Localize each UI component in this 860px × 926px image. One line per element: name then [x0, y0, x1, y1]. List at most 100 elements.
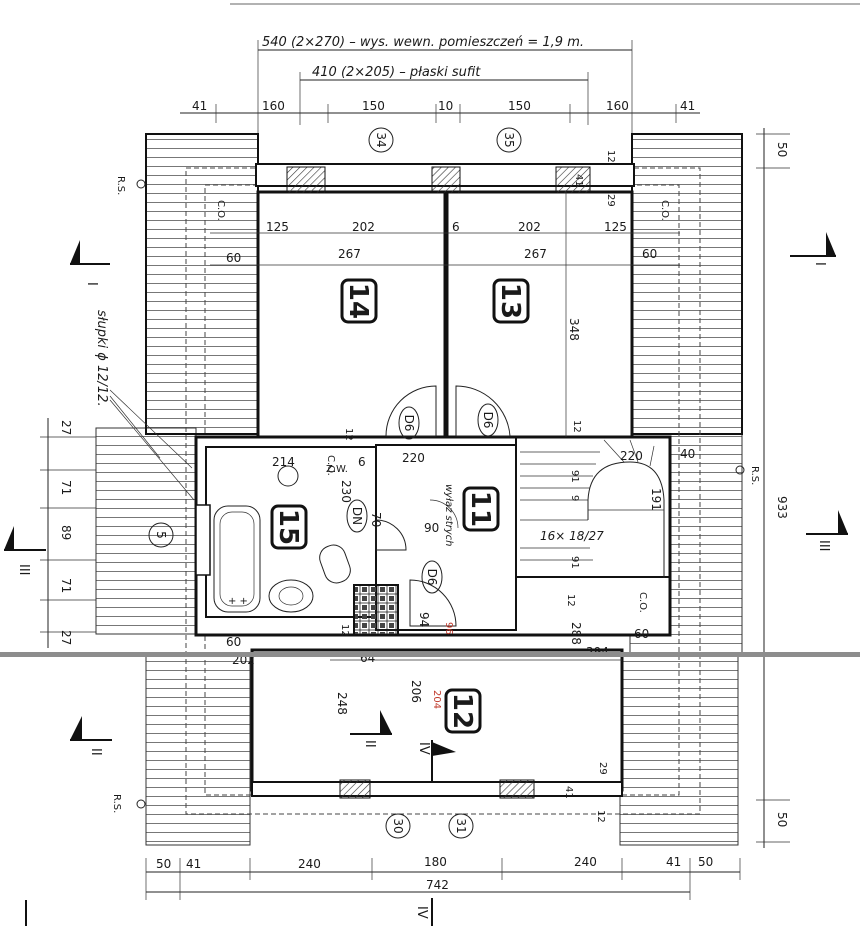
door-tag-d6-right: D6 — [477, 403, 499, 437]
section-marker-iii-right: III — [806, 510, 848, 552]
right-dimensions: 50 933 50 — [756, 128, 790, 848]
dim-6-hall: 6 — [358, 455, 366, 469]
dim-125-right: 125 — [604, 220, 627, 234]
staircase: 16× 18/27 220 191 40 91 9 91 — [520, 439, 695, 578]
door-tag-d6-left: D6 — [398, 406, 420, 440]
co-label-left: C.O. — [215, 200, 226, 221]
dim-left-27-top: 27 — [59, 420, 73, 435]
dim-bottom-50-right: 50 — [698, 855, 713, 869]
dim-12-chimney: 12 — [339, 624, 350, 637]
svg-text:II: II — [88, 748, 103, 756]
svg-text:5: 5 — [154, 531, 168, 539]
dim-hall-220: 220 — [402, 451, 425, 465]
dim-top-10: 10 — [438, 99, 453, 113]
svg-text:12: 12 — [447, 693, 477, 729]
dim-bottom-180: 180 — [424, 855, 447, 869]
stairs-note: 16× 18/27 — [540, 529, 604, 543]
roof-slopes — [95, 133, 743, 846]
bottom-dimensions: 50 41 240 180 240 41 50 742 — [145, 855, 741, 900]
svg-text:11: 11 — [465, 491, 495, 527]
dim-41-top: 41 — [573, 174, 584, 187]
room-12: 12 — [444, 688, 482, 734]
inner-height-note: 540 (2×270) – wys. wewn. pomieszczeń = 1… — [262, 35, 584, 50]
window-tag-34: 34 — [368, 127, 394, 153]
svg-text:34: 34 — [374, 132, 388, 147]
dim-top-41-right: 41 — [680, 99, 695, 113]
hatch-note: wyłaz strych — [443, 484, 454, 547]
svg-text:I: I — [84, 282, 99, 286]
dim-top-41-left: 41 — [192, 99, 207, 113]
rs-label-bottom-left: R.S. — [111, 794, 122, 813]
doors — [375, 385, 511, 627]
dim-125-left: 125 — [266, 220, 289, 234]
window-tag-5: 5 — [148, 522, 174, 548]
dim-bottom-240-right: 240 — [574, 855, 597, 869]
dim-top-150-right: 150 — [508, 99, 531, 113]
svg-text:III: III — [16, 564, 31, 576]
section-marker-i-left: I — [70, 240, 110, 286]
dim-29-top: 29 — [605, 194, 616, 207]
bath-window — [195, 504, 211, 576]
svg-text:31: 31 — [454, 818, 468, 833]
dim-bottom-50-left: 50 — [156, 857, 171, 871]
svg-text:IV: IV — [416, 742, 431, 755]
dim-12-bath: 12 — [343, 428, 354, 441]
window-tag-30: 30 — [385, 813, 411, 839]
svg-text:D6: D6 — [402, 415, 416, 432]
dim-60-left: 60 — [226, 251, 241, 265]
dim-left-71-bottom: 71 — [59, 578, 73, 593]
shower-drain — [277, 465, 299, 487]
co-label-right: C.O. — [659, 200, 670, 221]
dim-stairs-40: 40 — [680, 447, 695, 461]
dim-90: 90 — [424, 521, 439, 535]
dim-60-right: 60 — [642, 247, 657, 261]
window-tag-31: 31 — [448, 813, 474, 839]
dim-bath-230: 230 — [339, 480, 353, 503]
dim-12-stairs: 12 — [571, 420, 582, 433]
stair-treads — [520, 451, 600, 561]
dim-70: 70 — [369, 512, 383, 527]
section-marker-i-right: I — [790, 232, 836, 266]
service-labels: C.O. C.O. C.O. C.O. R.S. R.S. R.S. — [111, 176, 760, 813]
dim-left-89: 89 — [59, 525, 73, 540]
door-tag-d6-lower: D6 — [421, 560, 443, 594]
dim-bath-214: 214 — [272, 455, 295, 469]
dim-bottom-240-left: 240 — [298, 857, 321, 871]
dim-60-lower-left: 60 — [226, 635, 241, 649]
dim-left-27-bottom: 27 — [59, 630, 73, 645]
flat-ceiling-note: 410 (2×205) – płaski sufit — [312, 65, 481, 80]
rs-label-right: R.S. — [749, 466, 760, 485]
room-11: 11 — [462, 486, 500, 532]
washbasin — [268, 579, 314, 613]
svg-text:13: 13 — [495, 283, 525, 319]
dim-bottom-41-left: 41 — [186, 857, 201, 871]
section-marker-iii-left: III — [4, 526, 46, 576]
svg-text:IV: IV — [414, 906, 429, 919]
dim-41-bottom: 41 — [563, 786, 574, 799]
dim-right-50-bottom: 50 — [775, 812, 789, 827]
dim-stairs-91-top: 91 — [569, 470, 580, 483]
red-mark-204: 204 — [431, 690, 442, 709]
section-marker-iv-inner: IV — [416, 740, 456, 782]
bathtub — [213, 505, 261, 613]
window-tag-35: 35 — [496, 127, 522, 153]
posts-note: słupki ϕ 12/12. — [94, 310, 109, 407]
dim-248: 248 — [335, 692, 349, 715]
svg-text:DN: DN — [350, 507, 364, 525]
toilet-tank — [319, 544, 351, 584]
dim-348: 348 — [567, 318, 581, 341]
dim-288: 288 — [569, 622, 583, 645]
dim-top-160-left: 160 — [262, 99, 285, 113]
chimney — [353, 584, 399, 636]
dim-29-bottom: 29 — [597, 762, 608, 775]
red-mark-96: 96 — [443, 622, 454, 635]
dim-top-150-left: 150 — [362, 99, 385, 113]
left-dimensions: 27 71 89 71 27 — [40, 418, 96, 648]
dim-right-933: 933 — [775, 496, 789, 519]
dim-6: 6 — [452, 220, 460, 234]
rs-label-top-left: R.S. — [115, 176, 126, 195]
co-label-bath: C.O. — [325, 455, 336, 476]
dim-12-stairs-low: 12 — [565, 594, 576, 607]
dim-overall-742: 742 — [426, 878, 449, 892]
